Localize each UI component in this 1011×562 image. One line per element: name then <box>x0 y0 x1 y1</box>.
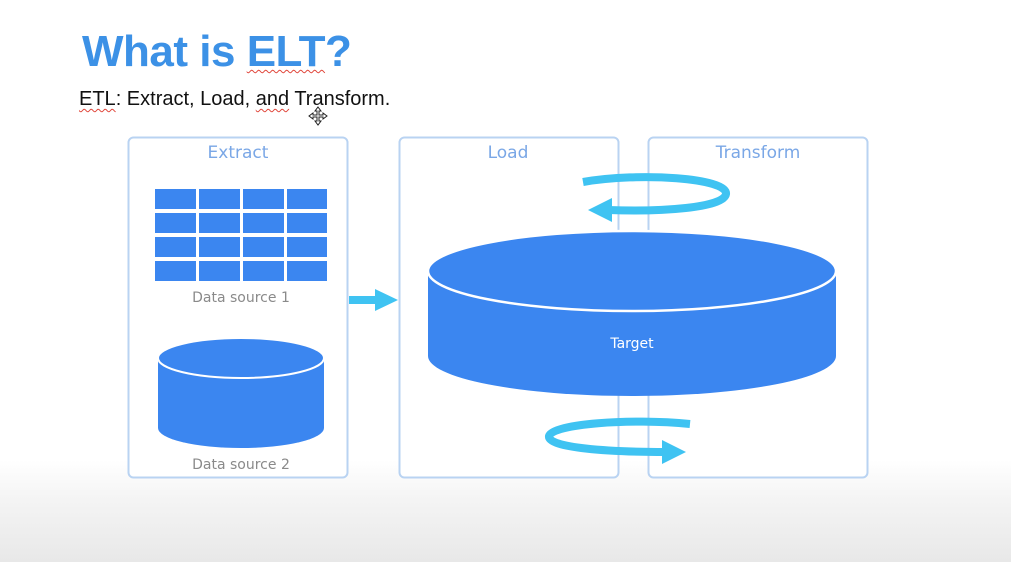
subtitle-part-3: and <box>255 88 290 110</box>
move-cursor-icon <box>308 106 328 126</box>
title-part-3: ? <box>325 27 352 76</box>
cycle-arrow-icon <box>545 417 691 464</box>
target-label: Target <box>609 336 654 352</box>
extract-panel-label: Extract <box>208 143 269 163</box>
table-icon <box>155 189 327 281</box>
target-database-icon <box>426 229 838 396</box>
subtitle-part-1: ETL <box>79 88 116 110</box>
right-arrow-icon <box>349 289 398 311</box>
title-part-2: ELT <box>246 27 326 76</box>
transform-panel-label: Transform <box>715 143 801 163</box>
title-part-1: What is <box>82 27 247 76</box>
data-source-1-label: Data source 1 <box>192 290 290 306</box>
slide-title: What is ELT? <box>82 24 352 80</box>
subtitle-part-2: : Extract, Load, <box>115 88 256 110</box>
load-panel-label: Load <box>488 143 529 163</box>
data-source-2-label: Data source 2 <box>192 457 290 473</box>
subtitle-part-4: Transform. <box>289 88 391 110</box>
slide-subtitle: ETL: Extract, Load, and Transform. <box>79 86 390 112</box>
database-icon <box>157 337 325 448</box>
cycle-arrow-icon <box>582 173 730 222</box>
